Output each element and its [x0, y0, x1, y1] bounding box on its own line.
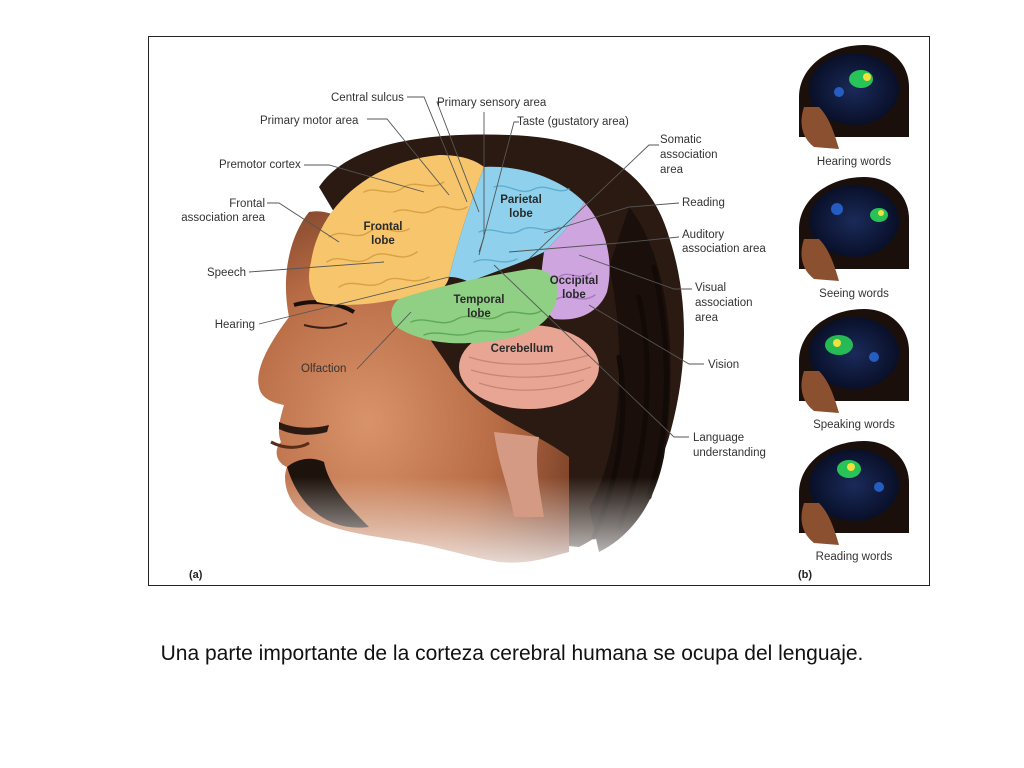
cerebellum-label: Cerebellum [491, 343, 554, 355]
panel-b-label: (b) [798, 569, 812, 581]
scan-panel: Hearing words Seeing words Speaking word… [799, 45, 909, 563]
scan-reading-words [799, 441, 909, 545]
panel-a-label: (a) [189, 569, 203, 581]
brain [309, 155, 610, 517]
primary-motor-area-label: Primary motor area [260, 115, 359, 127]
region-labels: Central sulcus Primary sensory area Prim… [181, 92, 766, 459]
scan-caption-seeing: Seeing words [819, 288, 889, 300]
slide-caption: Una parte importante de la corteza cereb… [160, 642, 864, 665]
olfaction-label: Olfaction [301, 363, 346, 375]
taste-label: Taste (gustatory area) [517, 116, 629, 128]
scan-hearing-words [799, 45, 909, 149]
scan-caption-hearing: Hearing words [817, 156, 891, 168]
premotor-cortex-label: Premotor cortex [219, 159, 301, 171]
scan-seeing-words [799, 177, 909, 281]
speech-label: Speech [207, 267, 246, 279]
hearing-label: Hearing [215, 319, 255, 331]
vision-label: Vision [708, 359, 739, 371]
primary-sensory-area-label: Primary sensory area [437, 97, 547, 109]
scan-caption-speaking: Speaking words [813, 419, 895, 431]
reading-label: Reading [682, 197, 725, 209]
scan-speaking-words [799, 309, 909, 413]
central-sulcus-label: Central sulcus [331, 92, 404, 104]
leader-lines [248, 96, 704, 438]
scan-caption-reading: Reading words [816, 551, 893, 563]
